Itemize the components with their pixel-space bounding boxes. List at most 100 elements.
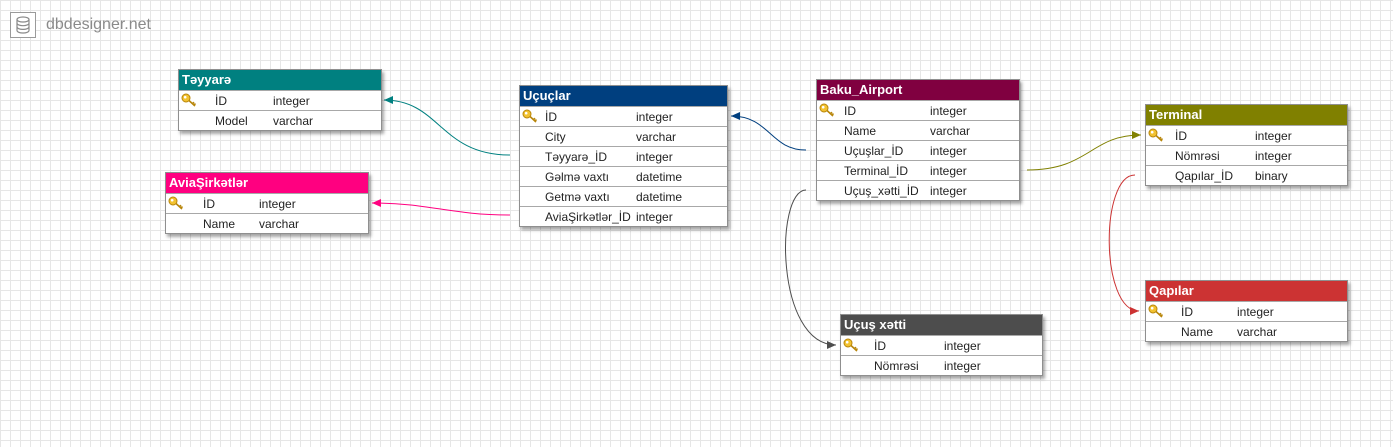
field-type: integer (636, 109, 673, 124)
relation-airport-ucuslar[interactable] (730, 115, 807, 151)
relation-airport-terminal[interactable] (1026, 134, 1142, 171)
field-type: integer (1237, 304, 1274, 319)
field-row[interactable]: Uçuş_xətti_İD integer (817, 180, 1019, 200)
field-row[interactable]: İD integer (179, 90, 381, 110)
field-type: integer (944, 338, 981, 353)
field-type: integer (273, 93, 310, 108)
field-type: binary (1255, 168, 1288, 183)
primary-key-icon (843, 338, 859, 355)
field-row[interactable]: Getmə vaxtı datetime (520, 186, 727, 206)
table-title[interactable]: Uçuçlar (520, 86, 727, 106)
field-row[interactable]: City varchar (520, 126, 727, 146)
arrowhead-ucuslar (731, 112, 740, 120)
field-type: varchar (930, 123, 971, 138)
database-icon (10, 12, 36, 38)
field-row[interactable]: Name varchar (1146, 321, 1347, 341)
field-type: datetime (636, 189, 683, 204)
field-type: integer (259, 196, 296, 211)
field-row[interactable]: ID integer (817, 100, 1019, 120)
field-name: Name (203, 216, 236, 231)
primary-key-icon (1148, 128, 1164, 145)
field-type: integer (930, 143, 967, 158)
field-name: İD (545, 109, 557, 124)
field-type: integer (1255, 128, 1292, 143)
primary-key-icon (181, 93, 197, 110)
field-name: Uçuş_xətti_İD (844, 183, 919, 198)
field-row[interactable]: İD integer (841, 335, 1042, 355)
field-type: varchar (259, 216, 300, 231)
table-title[interactable]: AviaŞirkətlər (166, 173, 368, 193)
field-row[interactable]: İD integer (1146, 125, 1347, 145)
field-name: City (545, 129, 566, 144)
field-name: Getmə vaxtı (545, 189, 610, 204)
arrowhead-aviasirketler (372, 199, 381, 207)
field-name: Terminal_İD (844, 163, 909, 178)
primary-key-icon (819, 103, 835, 120)
field-name: Model (215, 113, 248, 128)
field-row[interactable]: İD integer (520, 106, 727, 126)
field-name: İD (874, 338, 886, 353)
field-name: ID (844, 103, 856, 118)
field-name: Name (844, 123, 877, 138)
relation-ucuslar-aviasirketler[interactable] (371, 202, 511, 216)
field-name: Nömrəsi (874, 358, 919, 373)
arrowhead-terminal (1132, 131, 1141, 139)
field-name: AviaŞirkətlər_İD (545, 209, 631, 224)
relation-ucuslar-teyyare[interactable] (383, 99, 511, 156)
field-row[interactable]: İD integer (166, 193, 368, 213)
field-type: datetime (636, 169, 683, 184)
field-row[interactable]: Model varchar (179, 110, 381, 130)
field-row[interactable]: Name varchar (817, 120, 1019, 140)
brand-logo[interactable]: dbdesigner.net (10, 12, 151, 38)
field-name: Nömrəsi (1175, 148, 1220, 163)
field-name: İD (1181, 304, 1193, 319)
field-row[interactable]: Gəlmə vaxtı datetime (520, 166, 727, 186)
field-row[interactable]: Nömrəsi integer (1146, 145, 1347, 165)
field-name: Gəlmə vaxtı (545, 169, 610, 184)
field-name: Uçuşlar_İD (844, 143, 904, 158)
field-type: integer (1255, 148, 1292, 163)
field-row[interactable]: İD integer (1146, 301, 1347, 321)
primary-key-icon (168, 196, 184, 213)
field-name: İD (215, 93, 227, 108)
relation-terminal-qapilar[interactable] (1108, 174, 1140, 312)
field-type: integer (930, 183, 967, 198)
primary-key-icon (522, 109, 538, 126)
arrowhead-teyyare (384, 96, 393, 104)
field-row[interactable]: AviaŞirkətlər_İD integer (520, 206, 727, 226)
field-type: integer (636, 209, 673, 224)
table-title[interactable]: Baku_Airport (817, 80, 1019, 100)
field-row[interactable]: Uçuşlar_İD integer (817, 140, 1019, 160)
field-name: Qapılar_İD (1175, 168, 1234, 183)
brand-name: dbdesigner.net (46, 16, 151, 33)
field-type: varchar (1237, 324, 1278, 339)
relation-airport-ucus-xetti[interactable] (785, 189, 837, 346)
field-type: varchar (273, 113, 314, 128)
field-name: İD (203, 196, 215, 211)
table-title[interactable]: Qapılar (1146, 281, 1347, 301)
field-name: İD (1175, 128, 1187, 143)
field-type: varchar (636, 129, 677, 144)
field-name: Təyyarə_İD (545, 149, 608, 164)
table-title[interactable]: Uçuş xətti (841, 315, 1042, 335)
arrowhead-ucus-xetti (827, 341, 836, 349)
field-name: Name (1181, 324, 1214, 339)
arrowhead-qapilar (1130, 307, 1139, 315)
field-row[interactable]: Name varchar (166, 213, 368, 233)
field-row[interactable]: Təyyarə_İD integer (520, 146, 727, 166)
field-type: integer (636, 149, 673, 164)
table-title[interactable]: Terminal (1146, 105, 1347, 125)
field-row[interactable]: Qapılar_İD binary (1146, 165, 1347, 185)
table-title[interactable]: Təyyarə (179, 70, 381, 90)
field-type: integer (930, 103, 967, 118)
